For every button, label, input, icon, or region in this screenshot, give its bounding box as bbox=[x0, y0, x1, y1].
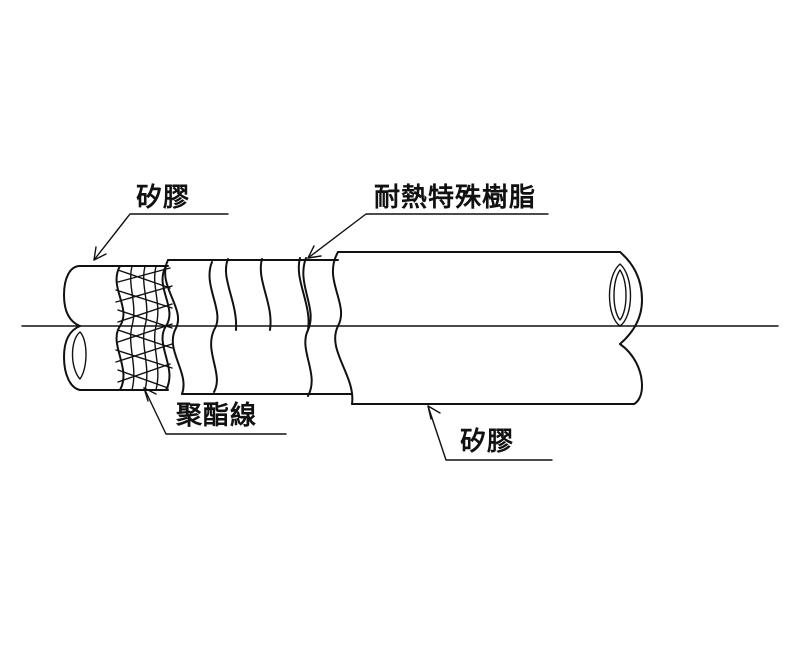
inner-silicone-tube-outline bbox=[79, 265, 123, 391]
outer-silicone-inner-opening bbox=[613, 269, 627, 321]
leader-bottom-left-arrow bbox=[143, 387, 157, 402]
leader-top-left-arrow bbox=[93, 246, 107, 261]
polyester-braid-right-wave bbox=[161, 265, 171, 391]
leader-bottom-right-arrow bbox=[427, 405, 441, 420]
leader-top-right-arrow bbox=[307, 245, 322, 259]
inner-silicone-left-edge-top bbox=[63, 265, 81, 327]
polyester-braid-mesh bbox=[115, 265, 173, 391]
heat-resistant-resin-left-edge bbox=[164, 259, 185, 395]
resin-coil-line-3 bbox=[297, 257, 310, 331]
leader-bottom-left bbox=[143, 387, 287, 435]
label-silicone-bottom-right: 矽膠 bbox=[460, 426, 514, 457]
label-polyester-thread: 聚酯線 bbox=[175, 400, 257, 431]
outer-silicone-right-edge-bottom bbox=[619, 343, 643, 405]
outer-silicone-end-opening bbox=[608, 263, 632, 327]
polyester-braid-left-wave bbox=[115, 265, 125, 391]
label-heat-resistant-special-resin: 耐熱特殊樹脂 bbox=[374, 182, 536, 213]
resin-inner-wave-left bbox=[208, 261, 219, 393]
leader-bottom-right bbox=[427, 405, 553, 461]
leader-top-left bbox=[93, 213, 229, 261]
inner-silicone-end-opening bbox=[71, 331, 87, 380]
resin-coil-line-2 bbox=[259, 258, 272, 331]
leader-top-right bbox=[307, 213, 549, 259]
inner-silicone-left-edge-bottom bbox=[63, 325, 81, 391]
outer-silicone-cover-outline bbox=[337, 251, 635, 405]
heat-resistant-resin-layer-outline bbox=[167, 259, 353, 395]
outer-silicone-left-edge bbox=[332, 251, 354, 405]
label-silicone-top-left: 矽膠 bbox=[136, 182, 190, 213]
resin-coil-line-1 bbox=[225, 258, 238, 331]
outer-silicone-right-edge-top bbox=[619, 251, 643, 345]
